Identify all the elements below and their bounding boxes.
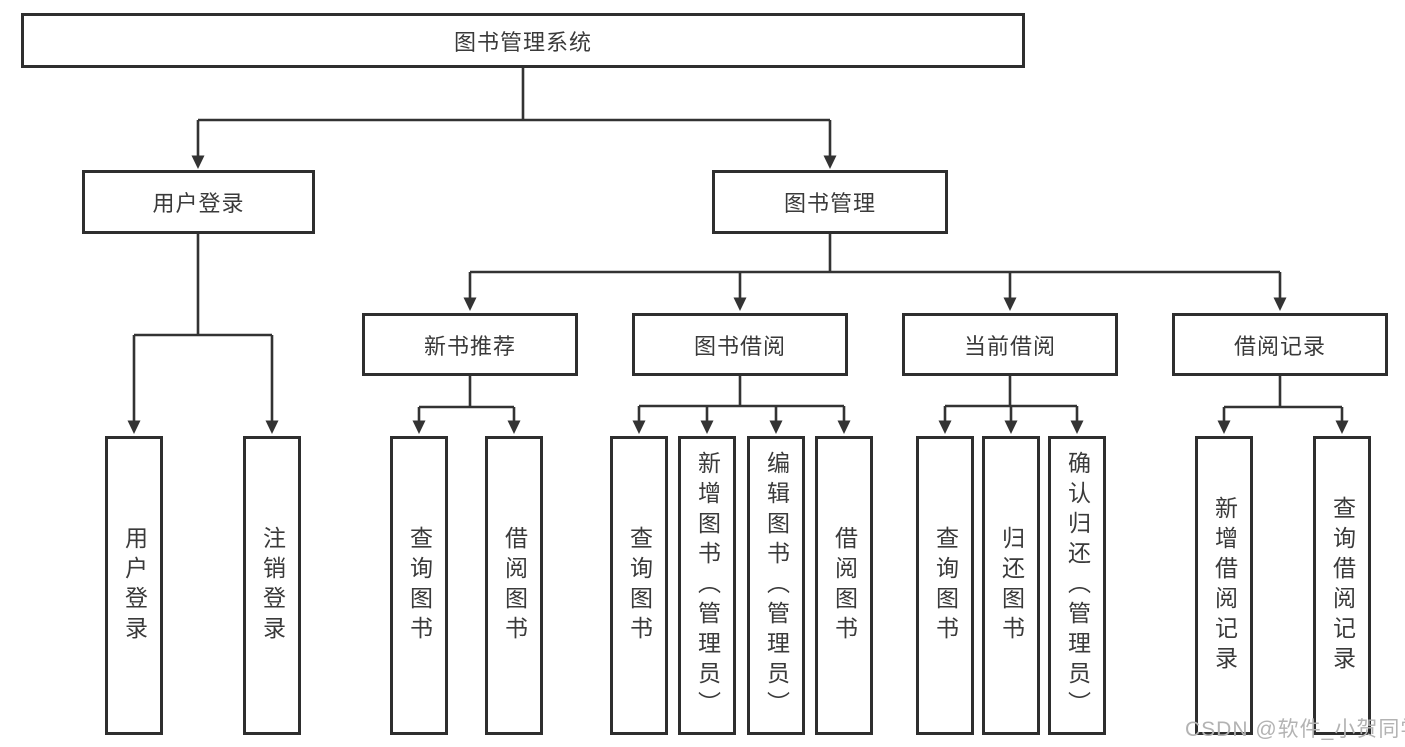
connector-new-book-branch	[417, 376, 516, 423]
arrowhead-icon	[769, 420, 783, 434]
leaf-query-books-recommend: 查询图书	[390, 436, 448, 735]
connector-current-borrow-branch	[943, 376, 1079, 423]
arrowhead-icon	[191, 155, 205, 169]
leaf-borrow-books-recommend: 借阅图书	[485, 436, 543, 735]
leaf-borrow-books: 借阅图书	[815, 436, 873, 735]
connector-book-mgmt-branch	[468, 233, 1282, 300]
arrowhead-icon	[1217, 420, 1231, 434]
leaf-edit-books-admin: 编辑图书（管理员）	[747, 436, 805, 735]
arrowhead-icon	[938, 420, 952, 434]
node-current-borrowing: 当前借阅	[902, 313, 1118, 376]
arrowhead-icon	[823, 155, 837, 169]
arrowhead-icon	[507, 420, 521, 434]
arrowhead-icon	[733, 297, 747, 311]
arrowhead-icon	[1004, 420, 1018, 434]
arrowhead-icon	[837, 420, 851, 434]
arrowhead-icon	[265, 420, 279, 434]
node-user-login: 用户登录	[82, 170, 315, 234]
leaf-logout: 注销登录	[243, 436, 301, 735]
arrowhead-icon	[1003, 297, 1017, 311]
arrowhead-icon	[1273, 297, 1287, 311]
arrowhead-icon	[700, 420, 714, 434]
leaf-confirm-return-admin: 确认归还（管理员）	[1048, 436, 1106, 735]
node-root-library-system: 图书管理系统	[21, 13, 1025, 68]
leaf-query-borrow-record: 查询借阅记录	[1313, 436, 1371, 735]
arrowhead-icon	[463, 297, 477, 311]
leaf-query-books-borrow: 查询图书	[610, 436, 668, 735]
leaf-return-books: 归还图书	[982, 436, 1040, 735]
connector-borrow-record-branch	[1222, 376, 1344, 423]
leaf-user-login: 用户登录	[105, 436, 163, 735]
leaf-add-borrow-record: 新增借阅记录	[1195, 436, 1253, 735]
arrowhead-icon	[632, 420, 646, 434]
node-book-borrowing: 图书借阅	[632, 313, 848, 376]
arrowhead-icon	[1070, 420, 1084, 434]
connector-root-branch	[196, 68, 832, 158]
watermark-text: CSDN @软件_小贺同学	[1185, 718, 1405, 741]
node-book-management: 图书管理	[712, 170, 948, 234]
leaf-add-books-admin: 新增图书（管理员）	[678, 436, 736, 735]
node-borrowing-records: 借阅记录	[1172, 313, 1388, 376]
node-new-book-recommend: 新书推荐	[362, 313, 578, 376]
arrowhead-icon	[1335, 420, 1349, 434]
arrowhead-icon	[412, 420, 426, 434]
arrowhead-icon	[127, 420, 141, 434]
connector-user-login-branch	[132, 233, 274, 423]
leaf-query-books-current: 查询图书	[916, 436, 974, 735]
connector-book-borrow-branch	[637, 376, 846, 423]
